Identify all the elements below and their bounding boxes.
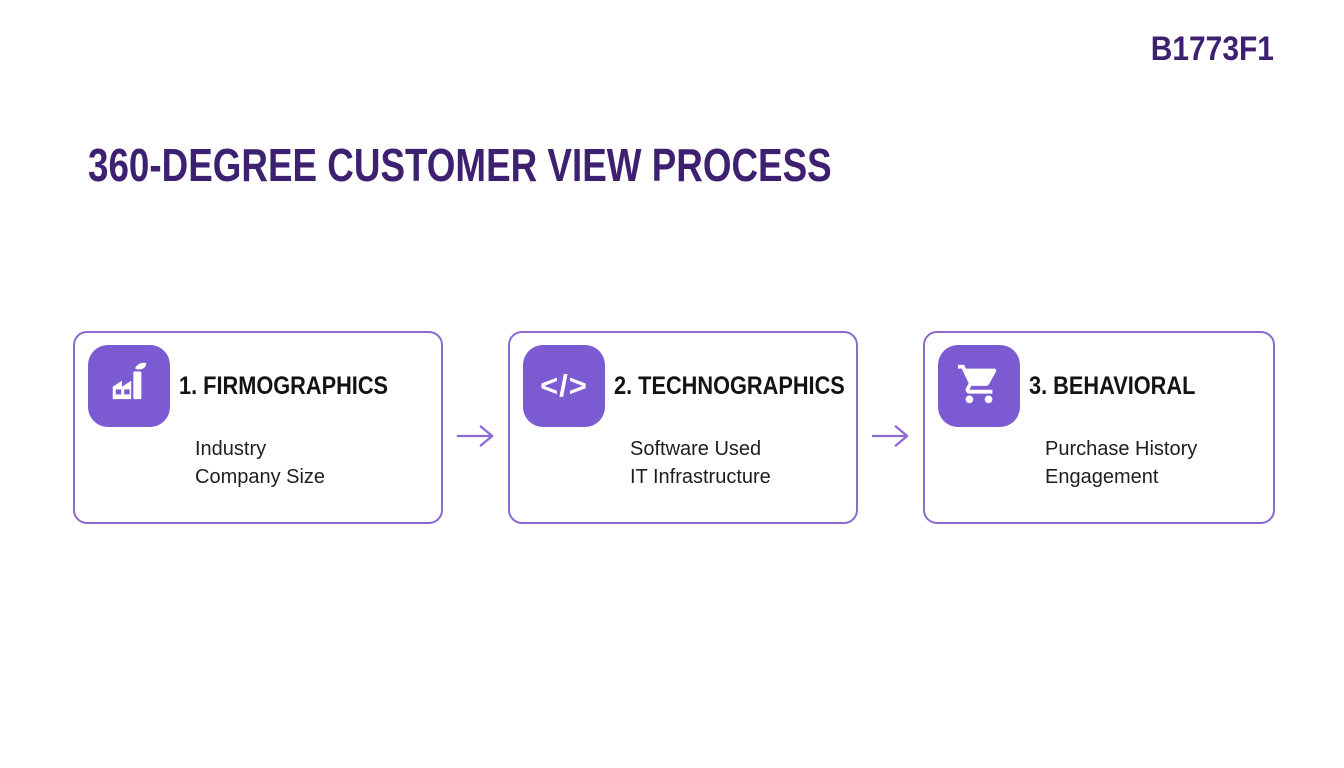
icon-tile xyxy=(938,345,1020,427)
step-label: 3. BEHAVIORAL xyxy=(1029,371,1196,400)
step-item: Engagement xyxy=(1045,466,1159,488)
step-card-technographics: </> 2. TECHNOGRAPHICS Software Used IT I… xyxy=(508,331,858,524)
step-item: Company Size xyxy=(195,466,326,488)
cart-icon xyxy=(956,361,1002,412)
step-item: Industry xyxy=(195,438,267,460)
right-arrow-icon xyxy=(455,421,497,456)
right-arrow-icon xyxy=(870,421,912,456)
step-label: 2. TECHNOGRAPHICS xyxy=(614,371,845,400)
page-title: 360-DEGREE CUSTOMER VIEW PROCESS xyxy=(88,139,832,191)
step-item: Software Used xyxy=(630,438,762,460)
step-label: 1. FIRMOGRAPHICS xyxy=(179,371,389,400)
step-item: Purchase History xyxy=(1045,438,1198,460)
step-card-behavioral: 3. BEHAVIORAL Purchase History Engagemen… xyxy=(923,331,1275,524)
flow-arrow xyxy=(858,353,923,524)
flow-arrow xyxy=(443,353,508,524)
factory-icon xyxy=(103,358,155,415)
slide-code: B1773F1 xyxy=(1150,30,1274,68)
step-card-firmographics: 1. FIRMOGRAPHICS Industry Company Size xyxy=(73,331,443,524)
process-flow: 1. FIRMOGRAPHICS Industry Company Size <… xyxy=(73,331,1275,524)
step-items: Purchase History Engagement xyxy=(1045,435,1197,491)
step-item: IT Infrastructure xyxy=(630,466,771,488)
icon-tile xyxy=(88,345,170,427)
icon-tile: </> xyxy=(523,345,605,427)
code-icon: </> xyxy=(540,368,588,403)
step-items: Industry Company Size xyxy=(195,435,325,491)
step-items: Software Used IT Infrastructure xyxy=(630,435,771,491)
